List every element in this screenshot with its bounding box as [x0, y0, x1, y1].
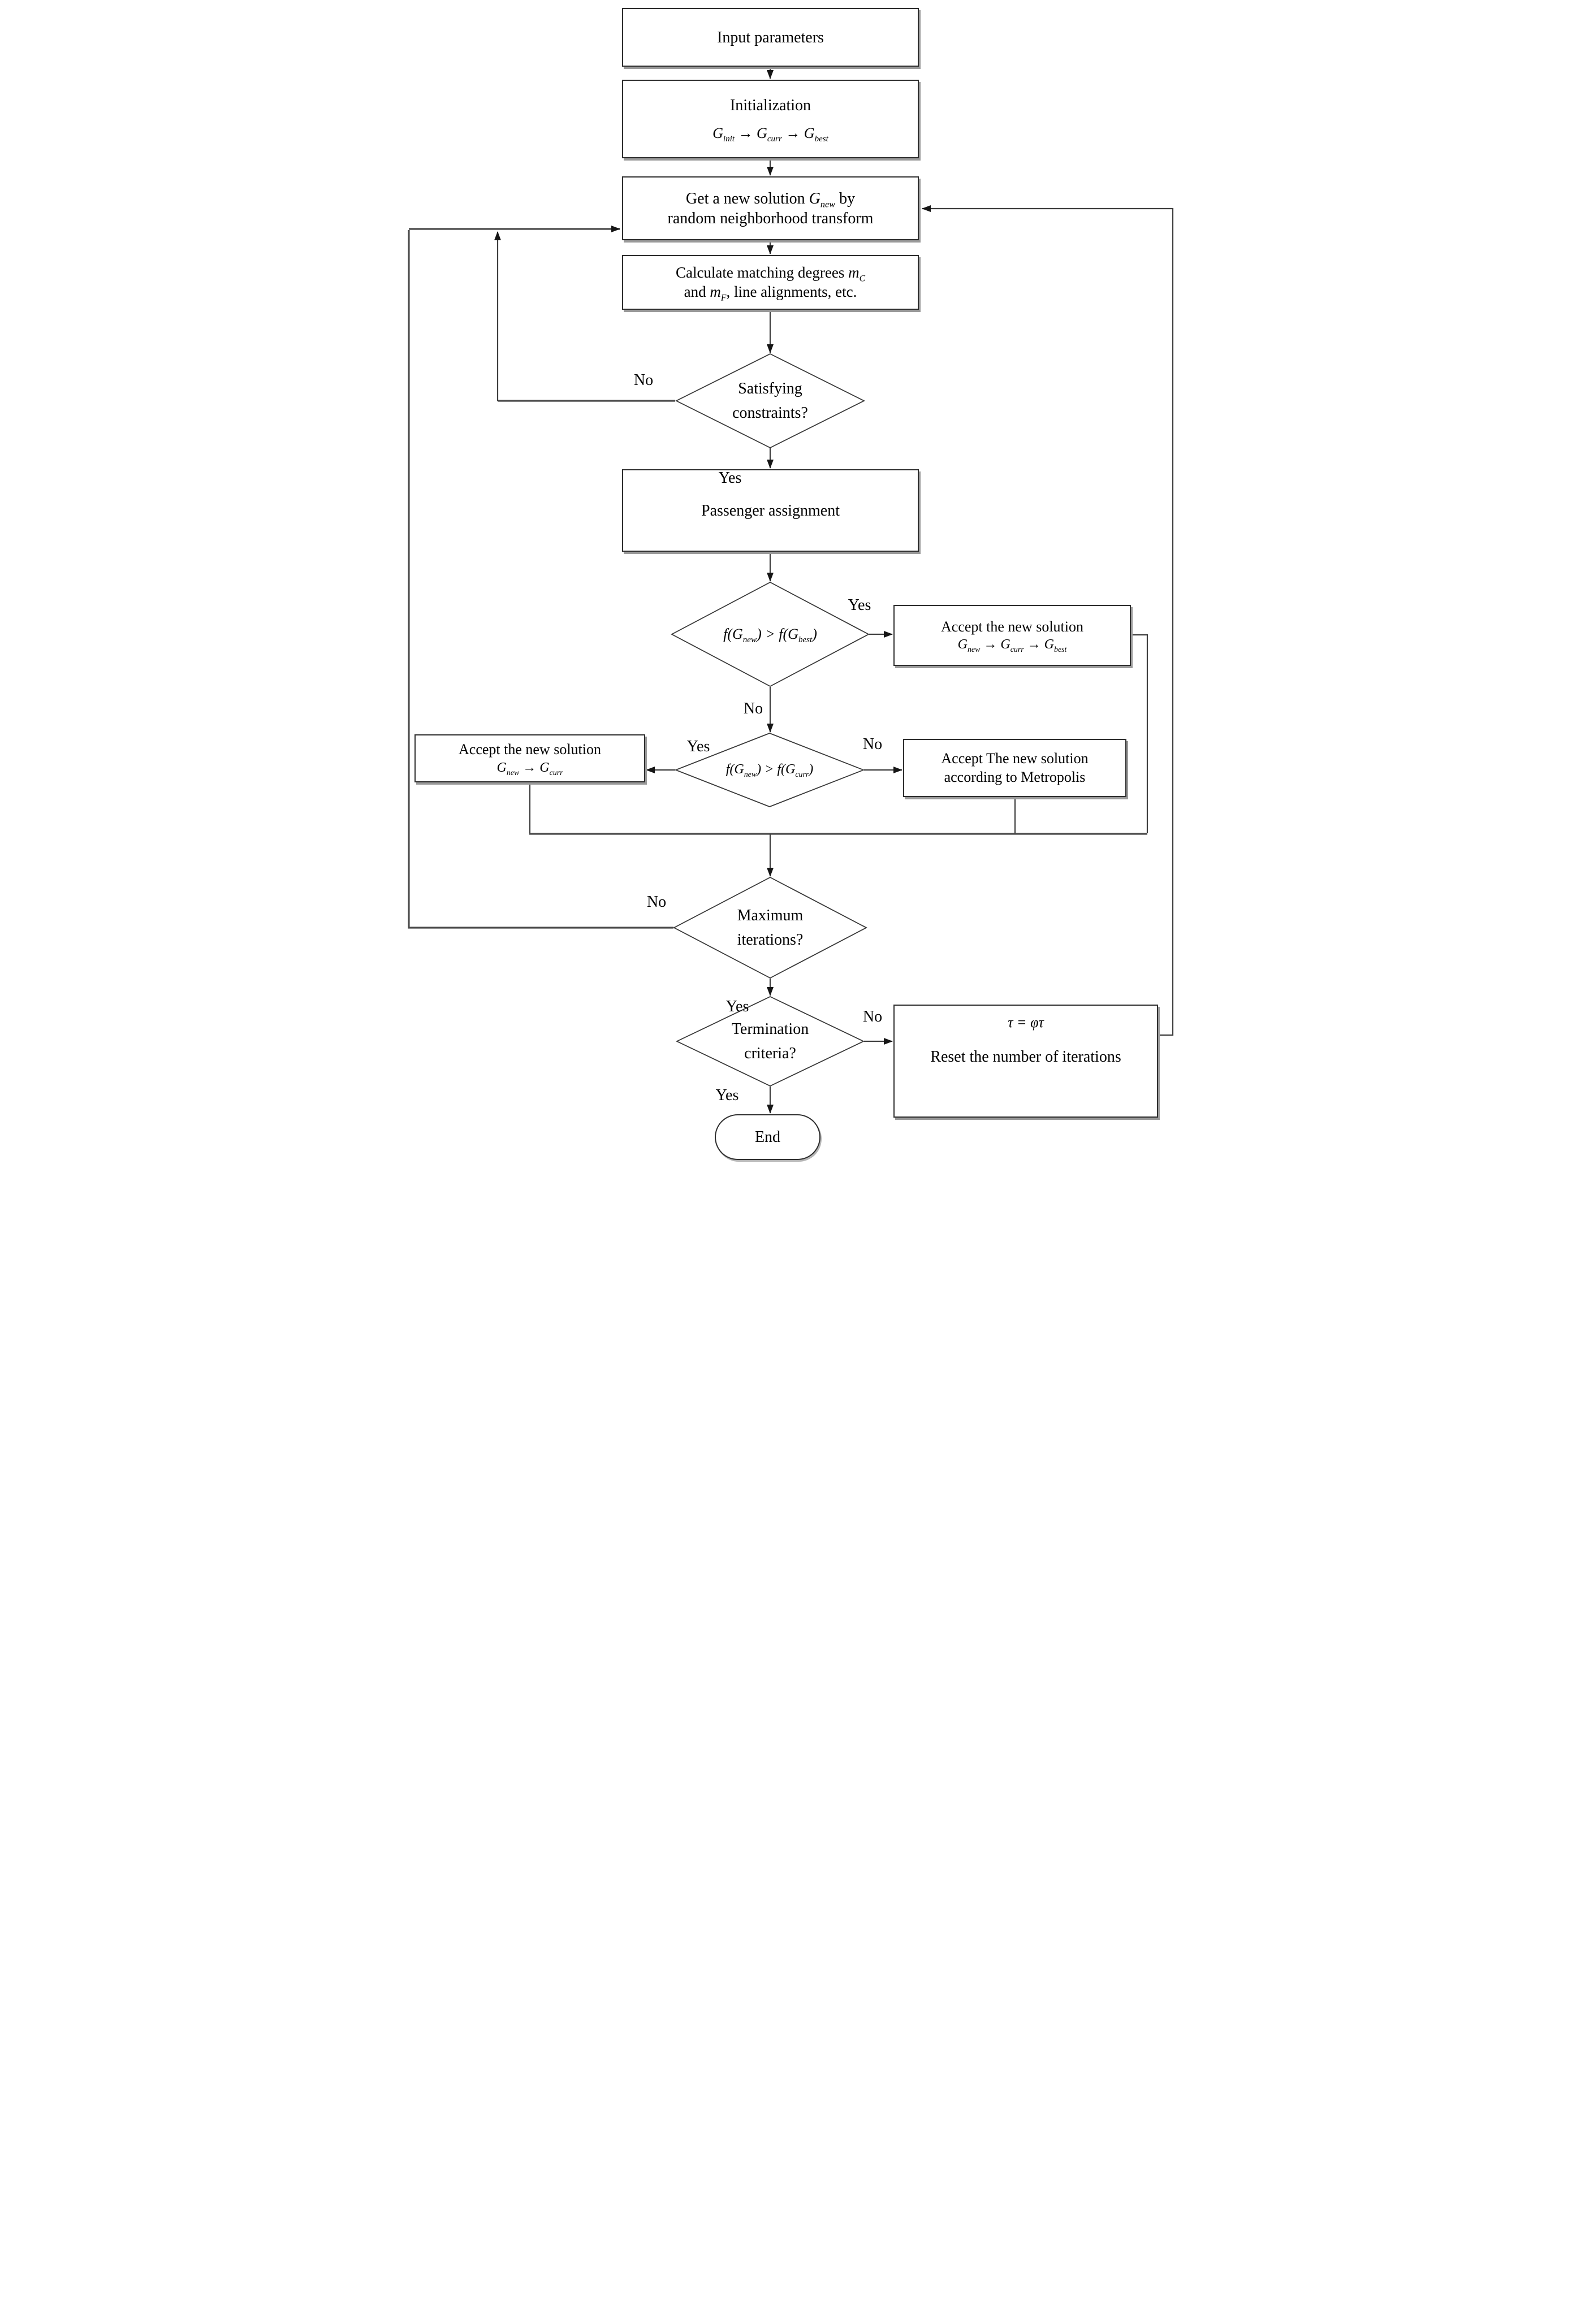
constraints-line2: constraints? — [732, 404, 808, 422]
initialization-title: Initialization — [729, 96, 811, 114]
fbest-formula: f(Gnew) > f(Gbest) — [723, 625, 817, 645]
accept-best-line1: Accept the new solution — [941, 618, 1083, 635]
metropolis-line1: Accept The new solution — [941, 750, 1089, 767]
end-label: End — [754, 1128, 781, 1146]
node-initialization: Initialization Ginit → Gcurr → Gbest — [622, 80, 919, 158]
maxiter-line2: iterations? — [737, 931, 804, 949]
calculate-math-mf: mF — [710, 283, 727, 302]
label-fbest-yes: Yes — [848, 596, 871, 614]
calculate-line2-post: , line alignments, etc. — [726, 283, 857, 300]
node-calculate-matching: Calculate matching degrees mC and mF, li… — [622, 255, 919, 310]
edge-acceptbest-down — [1131, 634, 1148, 833]
label-fcurr-no: No — [862, 735, 883, 753]
reset-formula: τ = φτ — [1008, 1014, 1044, 1031]
node-input-parameters: Input parameters — [622, 8, 919, 67]
fcurr-text: f(Gnew) > f(Gcurr) — [676, 748, 863, 791]
get-new-solution-pre: Get a new solution — [685, 189, 809, 207]
calculate-line2: and mF, line alignments, etc. — [684, 283, 857, 302]
initialization-formula: Ginit → Gcurr → Gbest — [712, 124, 828, 144]
accept-best-formula: Gnew → Gcurr → Gbest — [957, 637, 1067, 655]
accept-curr-formula: Gnew → Gcurr — [496, 760, 563, 777]
calculate-pre: Calculate matching degrees — [675, 263, 849, 281]
calculate-line1: Calculate matching degrees mC — [676, 263, 865, 283]
node-accept-metropolis: Accept The new solution according to Met… — [903, 739, 1126, 797]
node-accept-best: Accept the new solution Gnew → Gcurr → G… — [893, 605, 1131, 666]
termination-text: Termination criteria? — [697, 1006, 844, 1077]
constraints-text: Satisfying constraints? — [691, 366, 849, 435]
fcurr-formula: f(Gnew) > f(Gcurr) — [725, 762, 814, 780]
diamond-f-curr — [674, 733, 865, 807]
diamond-termination-criteria — [675, 996, 865, 1087]
maxiter-line1: Maximum — [737, 906, 804, 924]
termination-line2: criteria? — [744, 1045, 796, 1062]
label-maxiter-yes: Yes — [725, 998, 749, 1015]
flowchart: Input parameters Initialization Ginit → … — [393, 0, 1179, 1162]
label-fbest-no: No — [743, 700, 763, 717]
termination-line1: Termination — [731, 1020, 809, 1038]
diamond-maximum-iterations — [673, 876, 867, 979]
label-constraints-no: No — [633, 371, 654, 389]
node-end: End — [715, 1114, 820, 1160]
get-new-solution-post: by — [835, 189, 856, 207]
calculate-line2-pre: and — [684, 283, 710, 300]
edge-reset-feedback — [922, 205, 1174, 1036]
diamond-f-best — [671, 581, 870, 687]
input-parameters-label: Input parameters — [717, 28, 824, 46]
metropolis-line2: according to Metropolis — [944, 768, 1086, 785]
get-new-solution-line1: Get a new solution Gnew by — [686, 189, 855, 209]
constraints-line1: Satisfying — [738, 379, 802, 397]
label-constraints-yes: Yes — [718, 469, 742, 487]
flow-connectors — [408, 67, 1174, 1114]
get-new-solution-line2: random neighborhood transform — [667, 209, 874, 227]
label-termination-no: No — [862, 1008, 883, 1025]
label-maxiter-no: No — [646, 893, 667, 911]
fbest-text: f(Gnew) > f(Gbest) — [676, 612, 865, 657]
passenger-assignment-label: Passenger assignment — [701, 501, 840, 520]
label-fcurr-yes: Yes — [686, 738, 710, 755]
node-reset-iterations: τ = φτ Reset the number of iterations — [893, 1005, 1158, 1118]
get-new-solution-math: Gnew — [809, 189, 836, 210]
node-passenger-assignment: Passenger assignment — [622, 469, 919, 552]
reset-line2: Reset the number of iterations — [930, 1048, 1121, 1066]
accept-curr-line1: Accept the new solution — [459, 741, 601, 758]
calculate-math-mc: mC — [848, 263, 866, 284]
edge-maxiter-no-loop — [408, 230, 673, 929]
node-get-new-solution: Get a new solution Gnew by random neighb… — [622, 176, 919, 240]
label-termination-yes: Yes — [715, 1087, 739, 1104]
maxiter-text: Maximum iterations? — [697, 888, 844, 968]
node-accept-curr: Accept the new solution Gnew → Gcurr — [414, 734, 645, 782]
diamond-satisfying-constraints — [675, 353, 866, 449]
